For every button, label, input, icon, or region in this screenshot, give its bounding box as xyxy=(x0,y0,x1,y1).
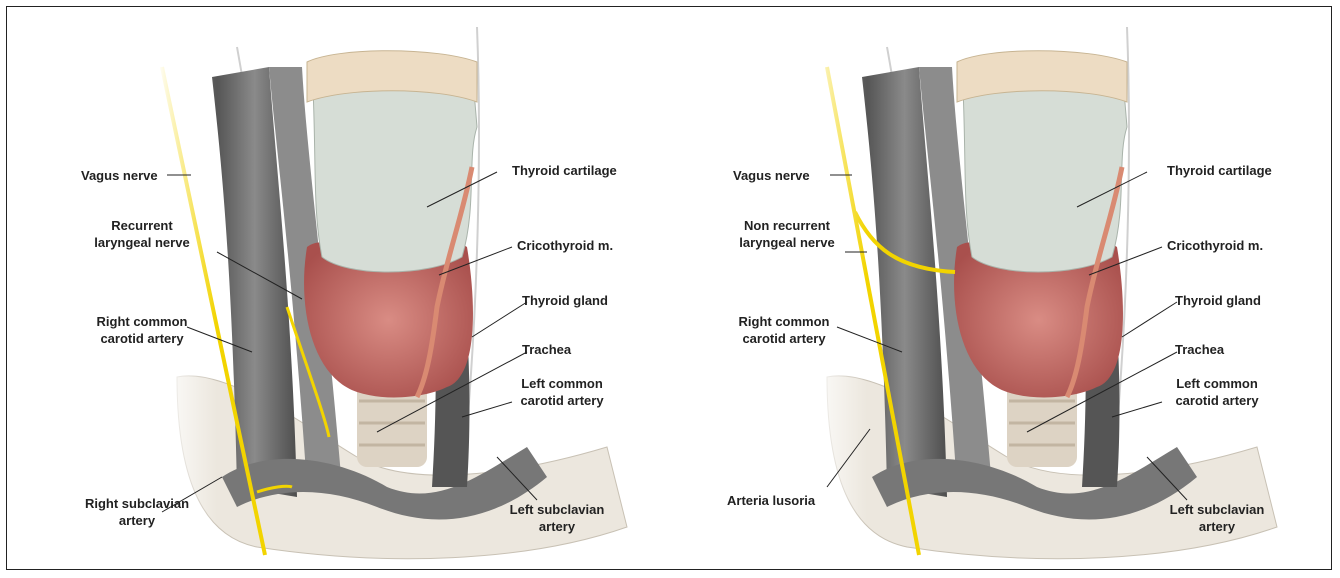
label-left-subclavian-artery: Left subclavian artery xyxy=(502,501,612,535)
panel-variant-anatomy: Vagus nerve Non recurrent laryngeal nerv… xyxy=(657,7,1317,569)
leader-thyroid-gland xyxy=(472,302,527,337)
label-right-common-carotid-artery: Right common carotid artery xyxy=(77,313,207,347)
label-thyroid-cartilage: Thyroid cartilage xyxy=(512,162,617,179)
label-cricothyroid-m: Cricothyroid m. xyxy=(517,237,613,254)
anatomy-illustration-left xyxy=(7,7,667,569)
anatomy-illustration-right xyxy=(657,7,1317,569)
label-right-subclavian-artery: Right subclavian artery xyxy=(77,495,197,529)
label-vagus-nerve: Vagus nerve xyxy=(81,167,158,184)
label-thyroid-gland: Thyroid gland xyxy=(522,292,608,309)
label-trachea: Trachea xyxy=(522,341,571,358)
label-thyroid-cartilage: Thyroid cartilage xyxy=(1167,162,1272,179)
label-left-common-carotid-artery: Left common carotid artery xyxy=(502,375,622,409)
label-trachea: Trachea xyxy=(1175,341,1224,358)
leader-thyroid-gland xyxy=(1122,302,1177,337)
label-recurrent-laryngeal-nerve: Recurrent laryngeal nerve xyxy=(87,217,197,251)
label-thyroid-gland: Thyroid gland xyxy=(1175,292,1261,309)
label-left-common-carotid-artery: Left common carotid artery xyxy=(1157,375,1277,409)
label-arteria-lusoria: Arteria lusoria xyxy=(727,492,815,509)
label-cricothyroid-m: Cricothyroid m. xyxy=(1167,237,1263,254)
label-right-common-carotid-artery: Right common carotid artery xyxy=(719,313,849,347)
label-left-subclavian-artery: Left subclavian artery xyxy=(1162,501,1272,535)
figure-frame: Vagus nerve Recurrent laryngeal nerve Ri… xyxy=(6,6,1332,570)
panel-normal-anatomy: Vagus nerve Recurrent laryngeal nerve Ri… xyxy=(7,7,667,569)
label-non-recurrent-laryngeal-nerve: Non recurrent laryngeal nerve xyxy=(727,217,847,251)
label-vagus-nerve: Vagus nerve xyxy=(733,167,810,184)
